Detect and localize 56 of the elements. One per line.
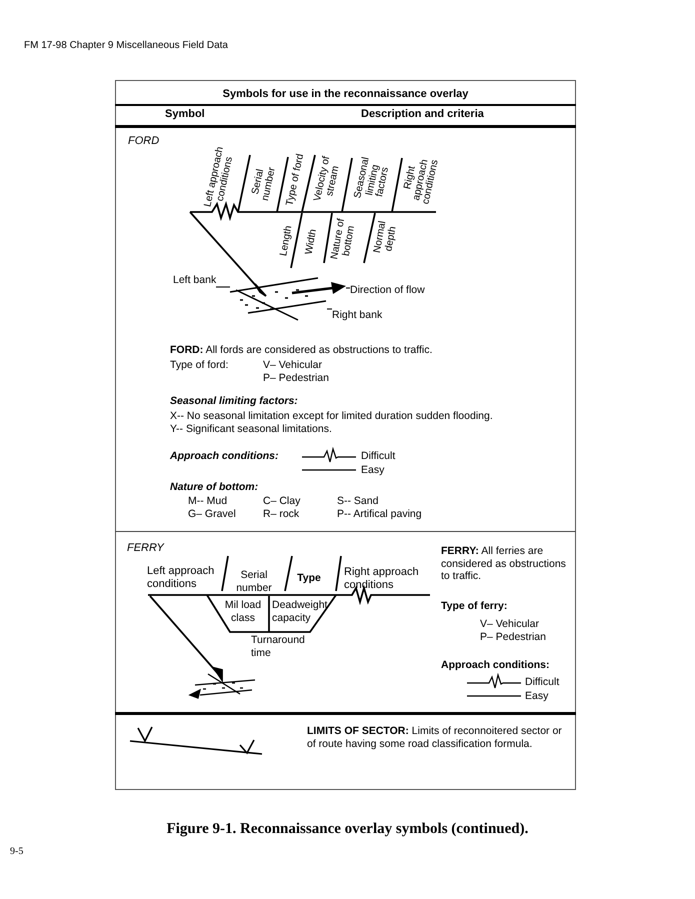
description-text: LIMITS OF SECTOR: Limits of reconnoitered sector or of route having some road classification formula. xyxy=(307,725,563,750)
legend-text: Difficult xyxy=(525,676,560,689)
criteria-item: P-- Artifical paving xyxy=(337,508,422,521)
criteria-item: M-- Mud xyxy=(188,495,228,508)
description-text: FORD: All fords are considered as obstructions to traffic. xyxy=(170,344,432,357)
criteria-item: X-- No seasonal limitation except for limited duration sudden flooding. xyxy=(170,410,493,423)
legend-text: Difficult xyxy=(361,450,396,463)
field-label: Mil load class xyxy=(224,599,262,624)
section-title: FERRY xyxy=(127,542,164,556)
column-header: Symbol xyxy=(165,108,205,122)
criteria-item: C– Clay xyxy=(263,495,300,508)
criteria-item: R– rock xyxy=(263,508,300,521)
field-label: Velocity of stream xyxy=(312,154,342,204)
field-label: Turnaround time xyxy=(251,634,306,660)
field-label: Serial number xyxy=(249,165,278,204)
direction-arrow xyxy=(292,282,346,294)
callout-label: Right bank xyxy=(332,309,382,322)
field-label: Type of ford xyxy=(284,152,308,209)
criteria-item: P– Pedestrian xyxy=(263,372,329,385)
leader-line xyxy=(326,308,332,310)
criteria-heading: Approach conditions: xyxy=(170,450,278,463)
field-label: Width xyxy=(303,227,320,258)
section-title: FORD xyxy=(128,135,160,148)
field-label: Left approach conditions xyxy=(203,146,236,210)
field-label: Serial number xyxy=(235,569,273,594)
field-label: Seasonal limiting factors xyxy=(352,155,392,202)
river-drawing xyxy=(229,277,327,321)
title: Symbols for use in the reconnaissance overlay xyxy=(222,87,470,102)
description-text: FERRY: All ferries are considered as obstructions to traffic. xyxy=(441,545,567,583)
field-label: Length xyxy=(278,224,296,259)
field-label: Nature of bottom xyxy=(330,216,358,262)
criteria-item: S-- Sand xyxy=(337,495,378,508)
page-number: 9-5 xyxy=(10,846,24,858)
callout-label: Left bank xyxy=(173,274,216,287)
leader-line xyxy=(216,286,230,288)
field-label: Type xyxy=(297,572,321,585)
callout-label: Direction of flow xyxy=(350,284,425,297)
criteria-item: G– Gravel xyxy=(188,508,236,521)
page-header: FM 17-98 Chapter 9 Miscellaneous Field Data xyxy=(24,40,228,52)
field-label: Left approach conditions xyxy=(147,565,216,592)
field-label: Normal depth xyxy=(372,219,400,256)
legend-text: Easy xyxy=(361,464,384,477)
legend-text: Easy xyxy=(525,690,548,703)
criteria-heading: Approach conditions: xyxy=(441,659,550,672)
field-label: Right approach conditions xyxy=(344,566,420,592)
column-header: Description and criteria xyxy=(361,108,484,122)
caption: Figure 9-1. Reconnaissance overlay symbols (continued). xyxy=(166,820,530,839)
field-label: Right approach conditions xyxy=(401,157,442,208)
criteria-item: Y-- Significant seasonal limitations. xyxy=(170,423,332,436)
criteria-heading: Seasonal limiting factors: xyxy=(170,395,298,408)
criteria-item: V– Vehicular xyxy=(480,618,539,631)
criteria-heading: Type of ferry: xyxy=(441,600,508,613)
criteria-label: Type of ford: xyxy=(170,359,228,372)
criteria-item: V– Vehicular xyxy=(263,359,322,372)
criteria-item: P– Pedestrian xyxy=(480,631,546,644)
criteria-heading: Nature of bottom: xyxy=(170,481,258,494)
